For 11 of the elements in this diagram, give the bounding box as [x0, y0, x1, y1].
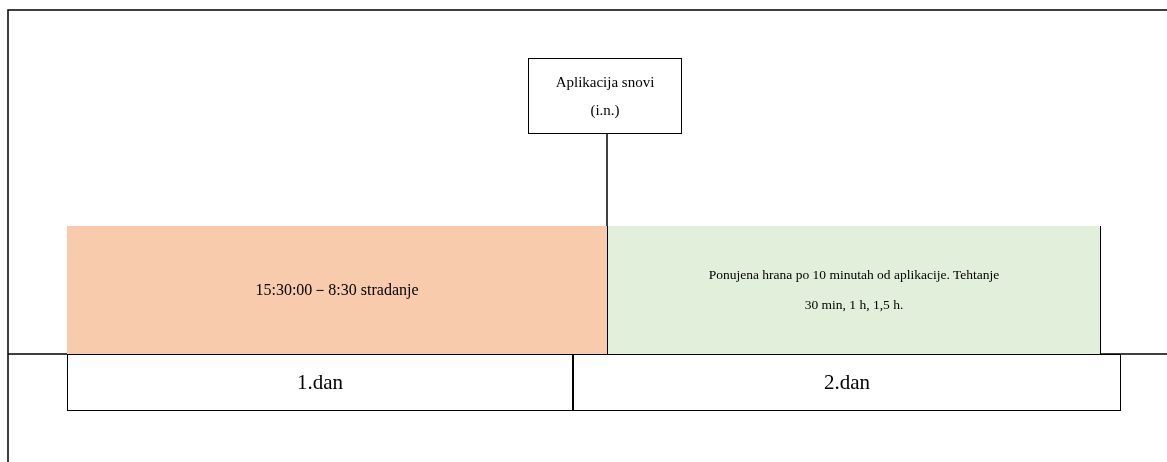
node-text: 2.dan	[823, 368, 871, 396]
period-band	[607, 226, 1101, 354]
day-cell	[573, 354, 1121, 411]
node-text: Aplikacija snovi (i.n.)	[554, 72, 656, 120]
step-box	[528, 58, 682, 134]
node-text: 15:30:00－8:30 stradanje	[255, 280, 419, 301]
node-text: 1.dan	[296, 368, 344, 396]
period-band	[67, 226, 607, 354]
node-text: Ponujena hrana po 10 minutah od aplikacije. Tehtanje 30 min, 1 h, 1,5 h.	[707, 266, 1001, 314]
day-cell	[67, 354, 573, 411]
connector-line	[606, 133, 608, 227]
